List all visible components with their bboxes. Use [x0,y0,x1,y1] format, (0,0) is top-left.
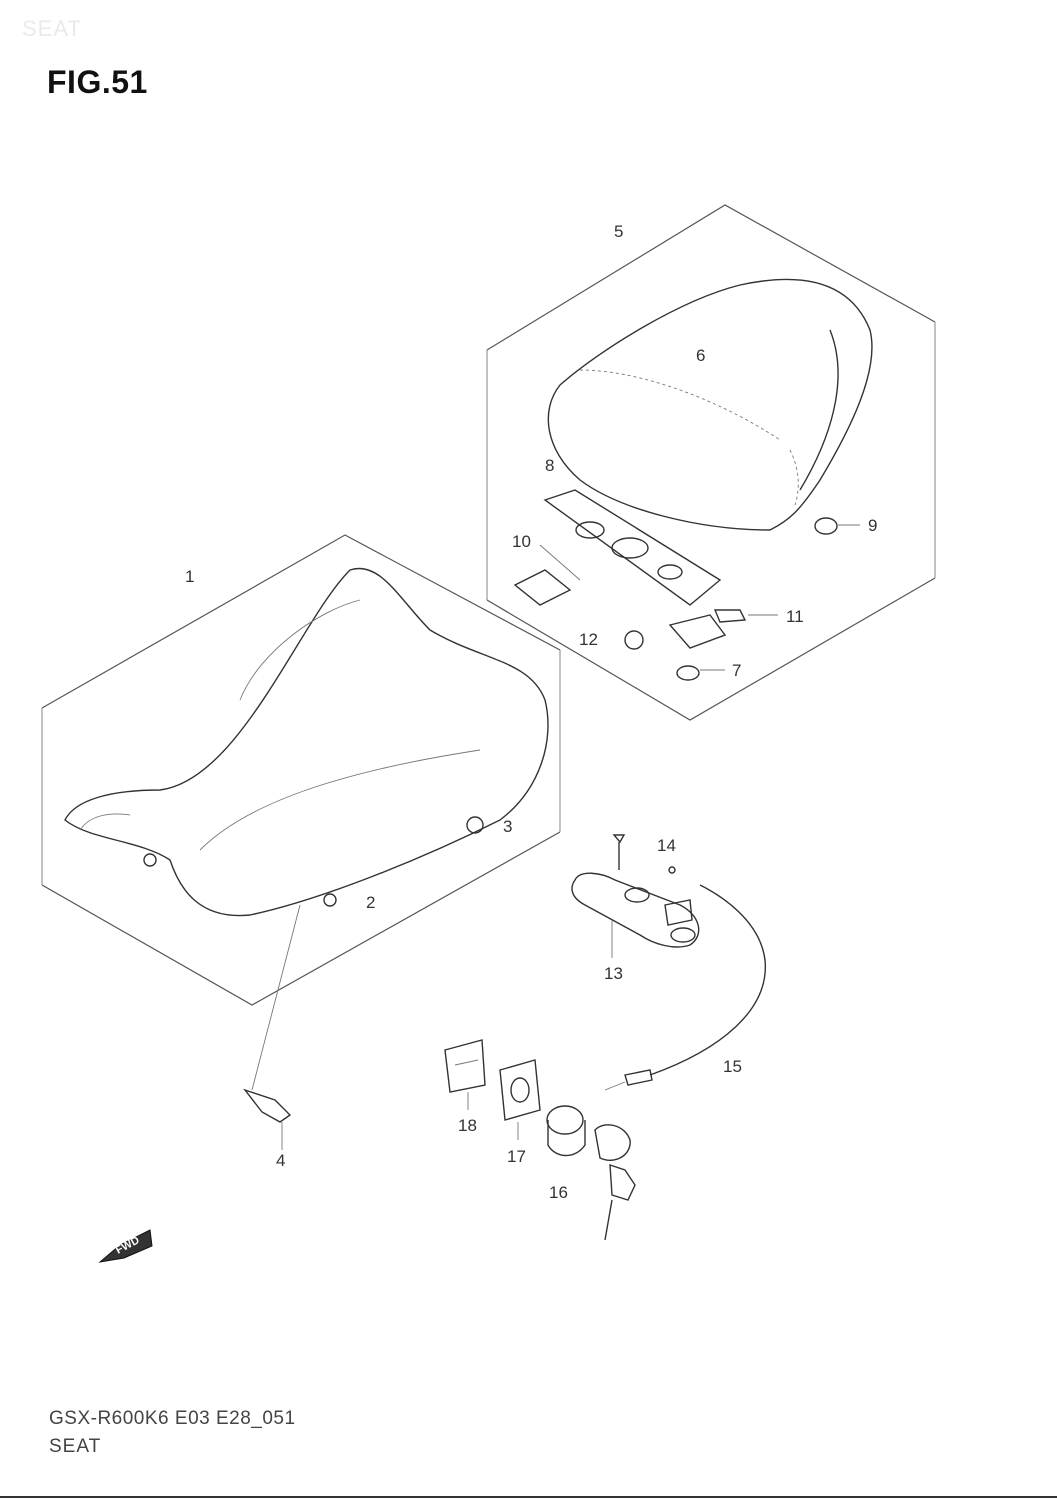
rear-seat-cushion [547,278,873,531]
callout-7: 7 [732,661,741,680]
callout-1: 1 [185,567,194,586]
diagram-name: SEAT [49,1436,102,1457]
bracket-part-12b [668,614,727,649]
callout-13: 13 [604,964,623,983]
callout-18: 18 [458,1116,477,1135]
callout-15: 15 [723,1057,742,1076]
lock-bracket-part-13 [571,872,700,948]
leader-4 [251,904,301,1091]
fwd-arrow-icon: FWD [98,1229,153,1263]
callout-2: 2 [366,893,375,912]
front-seat-cushion [64,567,549,917]
nut-part-7 [676,665,700,681]
callout-6: 6 [696,346,705,365]
callout-4: 4 [276,1151,285,1170]
callout-8: 8 [545,456,554,475]
figure-title: FIG.51 [47,64,148,100]
front-seat-group-outline [41,534,561,1006]
rear-seat-base-bracket [513,489,722,606]
screw-part-14 [612,834,626,844]
callout-16: 16 [549,1183,568,1202]
diagram-code: GSX-R600K6 E03 E28_051 [49,1408,296,1429]
bolt-part-4 [243,1088,292,1123]
callout-9: 9 [868,516,877,535]
cable-tip-15 [604,1081,626,1091]
page-bottom-border [0,1496,1057,1498]
callout-14: 14 [657,836,676,855]
washer-part-14 [668,866,676,874]
cable-part-15 [649,884,766,1076]
callout-5: 5 [614,222,623,241]
callout-12: 12 [579,630,598,649]
plate-part-17 [499,1059,541,1121]
bolt-part-11 [713,609,747,623]
bumper-part-3 [466,816,484,834]
nut-part-12 [624,630,644,650]
callout-11: 11 [786,607,804,626]
bumper-part-2 [323,893,337,907]
faint-header-title: SEAT [22,16,82,41]
grommet-part-9 [814,517,838,535]
cable-end-part-15 [624,1069,653,1086]
clip-part-18 [444,1039,486,1093]
callout-10: 10 [512,532,531,551]
rear-seat-group-outline [486,204,936,721]
callout-3: 3 [503,817,512,836]
callout-17: 17 [507,1147,526,1166]
lock-cylinder-part-16 [546,1105,636,1241]
